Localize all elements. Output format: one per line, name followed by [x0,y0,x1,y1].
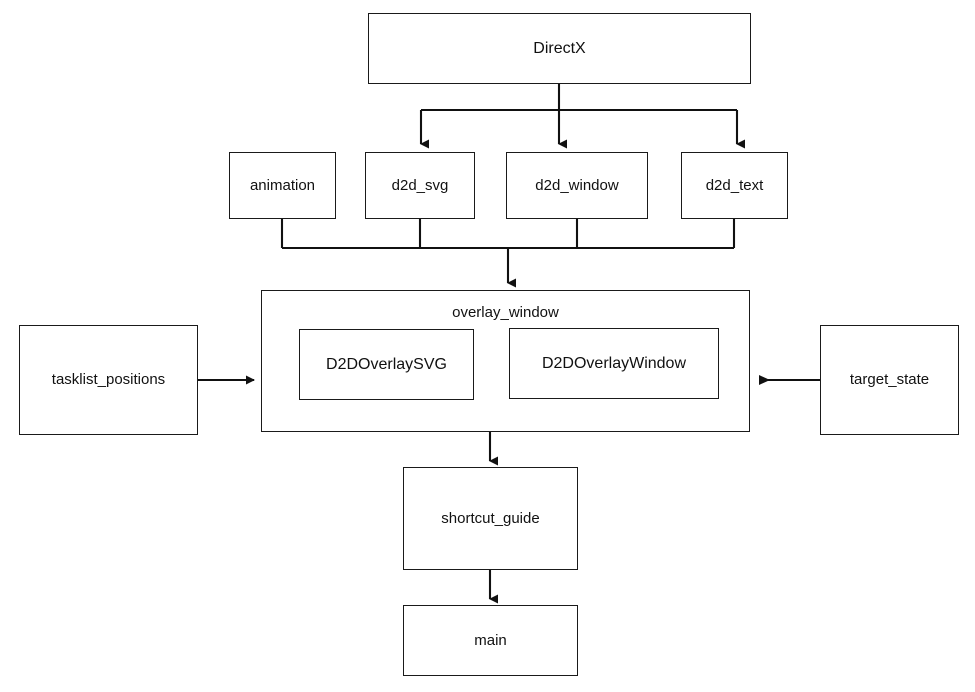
node-overlay-window-label: overlay_window [452,304,559,321]
node-tasklist-positions-label: tasklist_positions [51,371,166,388]
node-d2d-window-label: d2d_window [535,176,619,194]
node-overlay-window[interactable]: overlay_window D2DOverlaySVG D2DOverlayW… [261,290,750,432]
node-d2d-svg[interactable]: d2d_svg [365,152,475,219]
node-animation-label: animation [249,176,316,194]
node-d2d-text[interactable]: d2d_text [681,152,788,219]
node-target-state-label: target_state [849,371,930,388]
node-animation[interactable]: animation [229,152,336,219]
node-directx-label: DirectX [533,39,586,57]
node-main-label: main [474,631,507,649]
edge-directx-fanout [419,83,745,149]
node-d2d-overlay-window-label: D2DOverlayWindow [541,354,687,372]
node-target-state[interactable]: target_state [820,325,959,435]
edge-modules-to-overlay-window [280,218,736,288]
node-d2d-window[interactable]: d2d_window [506,152,648,219]
node-shortcut-guide-label: shortcut_guide [441,509,540,527]
node-directx[interactable]: DirectX [368,13,751,84]
node-d2d-overlay-svg[interactable]: D2DOverlaySVG [299,329,474,400]
node-d2d-overlay-svg-label: D2DOverlaySVG [326,355,447,373]
node-d2d-text-label: d2d_text [705,176,764,194]
node-main[interactable]: main [403,605,578,676]
node-d2d-svg-label: d2d_svg [391,176,449,194]
node-tasklist-positions[interactable]: tasklist_positions [19,325,198,435]
node-d2d-overlay-window[interactable]: D2DOverlayWindow [509,328,719,399]
node-shortcut-guide[interactable]: shortcut_guide [403,467,578,570]
